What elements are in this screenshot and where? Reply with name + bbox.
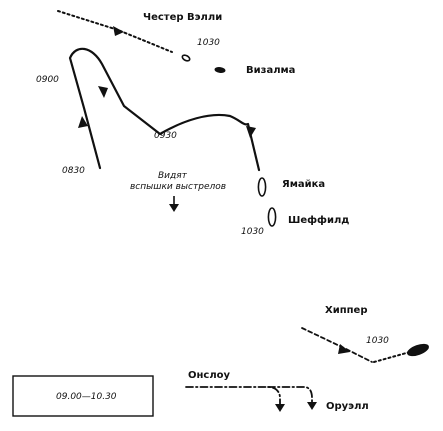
convoy-track-arrow — [113, 26, 124, 36]
label-time-hipper-1030: 1030 — [366, 336, 389, 346]
caption-flashes-line1: Видят — [158, 171, 188, 181]
orwell-arrow — [307, 402, 317, 410]
label-time-cruisers-1030: 1030 — [241, 227, 264, 237]
label-time-0900: 0900 — [36, 75, 59, 85]
label-time-0830: 0830 — [62, 166, 85, 176]
label-onslow: Онслоу — [188, 370, 231, 381]
legend: 09.00—10.30 — [12, 375, 154, 417]
label-sheffield: Шеффилд — [288, 214, 349, 226]
ship-vizalma — [214, 67, 226, 73]
label-jamaica: Ямайка — [282, 179, 325, 190]
legend-box — [12, 375, 154, 417]
ship-hipper — [407, 343, 429, 357]
label-orwell: Оруэлл — [326, 401, 369, 412]
cruisers-track-arrow-2 — [98, 86, 108, 98]
ship-jamaica — [257, 177, 267, 197]
flashes-direction-arrow — [169, 196, 179, 212]
label-hipper: Хиппер — [325, 305, 367, 316]
hipper-track — [301, 327, 429, 363]
ship-sheffield — [267, 207, 277, 227]
hipper-track-arrow — [338, 344, 350, 354]
cruisers-track — [68, 47, 277, 227]
cruisers-track-arrow-1 — [78, 116, 88, 128]
destroyers-track — [185, 386, 317, 412]
cruisers-track-arrow-3 — [246, 126, 256, 138]
label-time-convoy-1030: 1030 — [197, 38, 220, 48]
convoy-track — [57, 10, 226, 73]
onslow-arrow — [275, 404, 285, 412]
label-chester-valley: Честер Вэлли — [143, 12, 222, 23]
ship-chester-valley — [181, 54, 191, 62]
caption-flashes-line2: вспышки выстрелов — [130, 182, 226, 192]
label-vizalma: Визалма — [246, 65, 295, 76]
legend-time-range: 09.00—10.30 — [56, 392, 117, 402]
label-time-0930: 0930 — [154, 131, 177, 141]
